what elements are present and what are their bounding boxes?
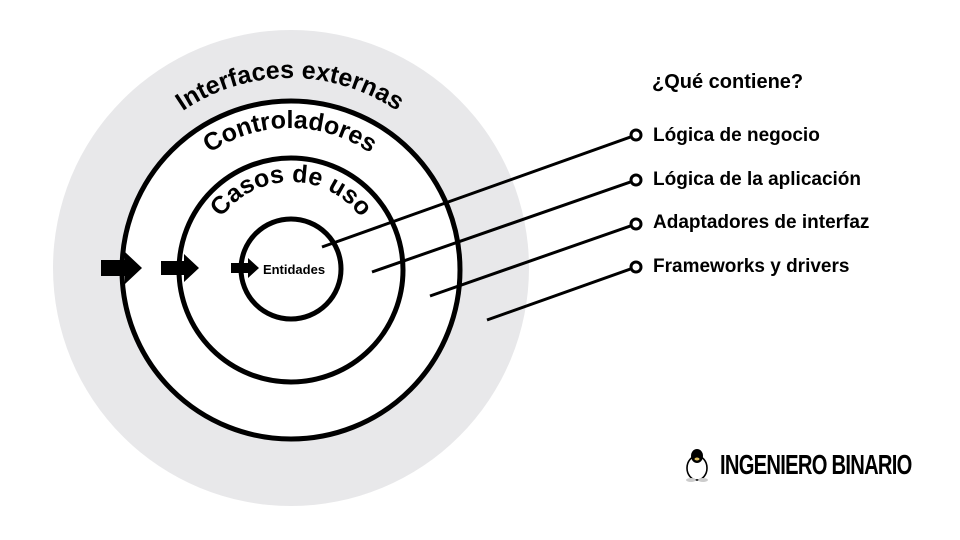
penguin-icon: [686, 449, 708, 482]
brand-logo: INGENIERO BINARIO: [684, 448, 960, 482]
connector-line: [486, 265, 637, 322]
label-entidades: Entidades: [263, 262, 325, 277]
legend-title: ¿Qué contiene?: [652, 71, 803, 93]
arrow-icon: [101, 252, 142, 284]
connector-line: [429, 222, 637, 298]
arrow-icon: [231, 258, 259, 278]
legend-item: Lógica de negocio: [653, 125, 820, 146]
connector-dot: [629, 128, 643, 142]
connector-line: [321, 133, 637, 249]
brand-name: INGENIERO BINARIO: [720, 449, 912, 480]
connector-dot: [629, 217, 643, 231]
arrow-icon: [161, 254, 199, 282]
legend-item: Lógica de la aplicación: [653, 169, 861, 190]
connector-line: [371, 178, 637, 274]
legend-item: Adaptadores de interfaz: [653, 212, 869, 233]
connector-dot: [629, 173, 643, 187]
legend-item: Frameworks y drivers: [653, 256, 849, 277]
connector-dot: [629, 260, 643, 274]
